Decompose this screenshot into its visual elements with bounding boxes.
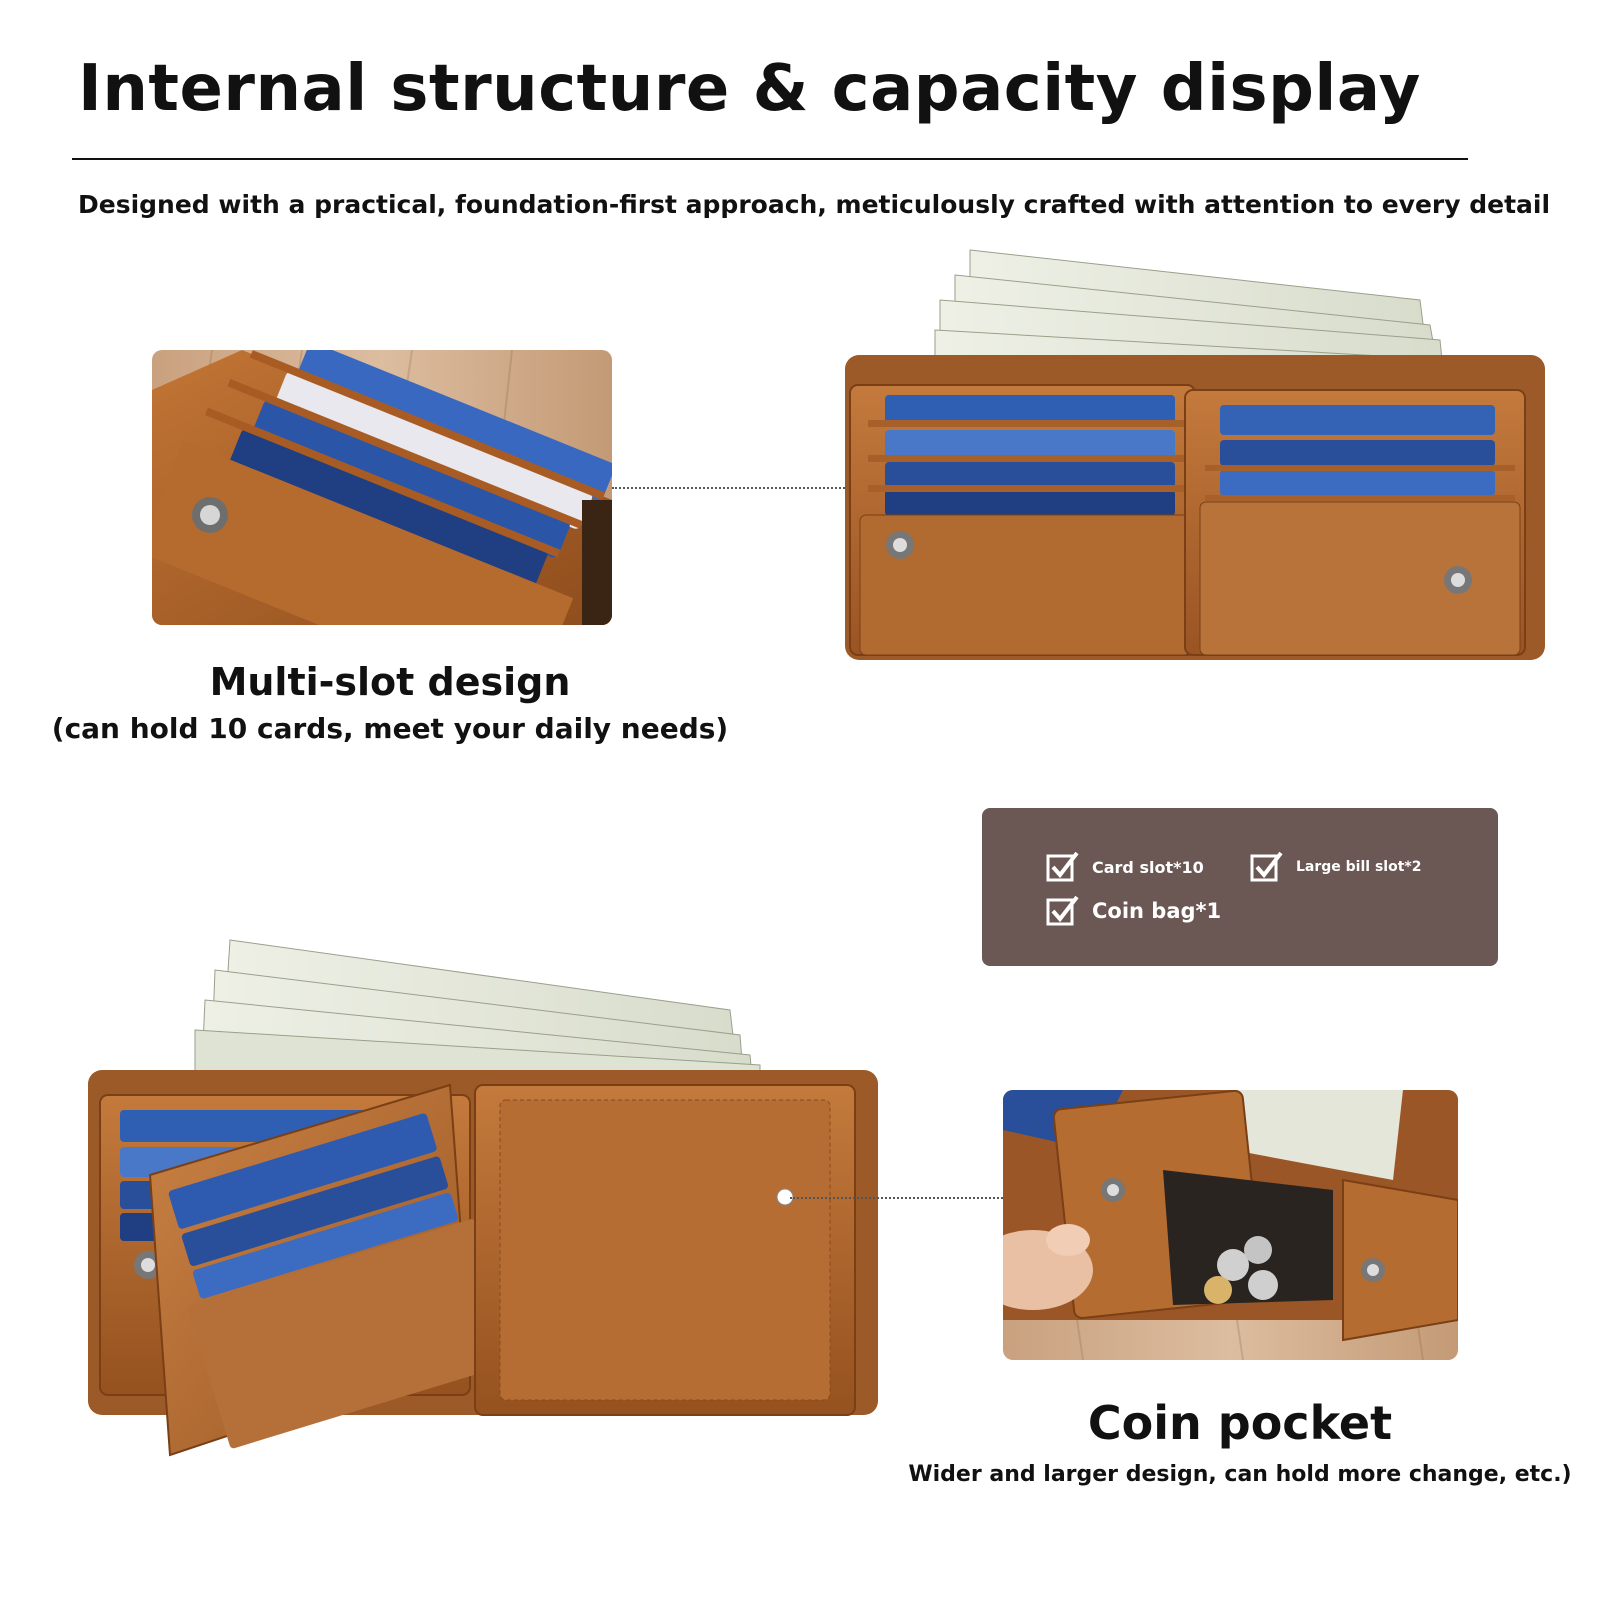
spec-bill-slot: Large bill slot*2 — [1250, 850, 1421, 884]
page-subtitle: Designed with a practical, foundation-fi… — [78, 190, 1551, 219]
title-divider — [72, 158, 1468, 160]
card-slots-closeup-photo — [152, 350, 612, 625]
spec-coin-bag: Coin bag*1 — [1046, 894, 1221, 928]
spec-label: Large bill slot*2 — [1296, 859, 1422, 875]
checkbox-checked-icon — [1046, 851, 1079, 882]
spec-card-slot: Card slot*10 — [1046, 850, 1204, 884]
multi-slot-heading: Multi-slot design — [209, 660, 571, 704]
spec-label: Coin bag*1 — [1092, 899, 1222, 923]
capacity-spec-panel: Card slot*10 Large bill slot*2 Coin bag*… — [982, 808, 1498, 966]
wallet-interior-photo — [80, 935, 890, 1495]
coin-pocket-heading: Coin pocket — [1087, 1396, 1393, 1450]
spec-label: Card slot*10 — [1092, 857, 1204, 877]
open-wallet-photo — [840, 240, 1570, 690]
leader-line — [790, 1197, 1003, 1199]
coin-pocket-closeup-photo — [1003, 1090, 1458, 1360]
coin-pocket-caption: Wider and larger design, can hold more c… — [908, 1462, 1572, 1487]
page-title: Internal structure & capacity display — [78, 52, 1421, 126]
checkbox-checked-icon — [1250, 851, 1283, 882]
multi-slot-caption: (can hold 10 cards, meet your daily need… — [51, 712, 729, 745]
leader-line — [612, 487, 972, 489]
checkbox-checked-icon — [1046, 895, 1079, 926]
